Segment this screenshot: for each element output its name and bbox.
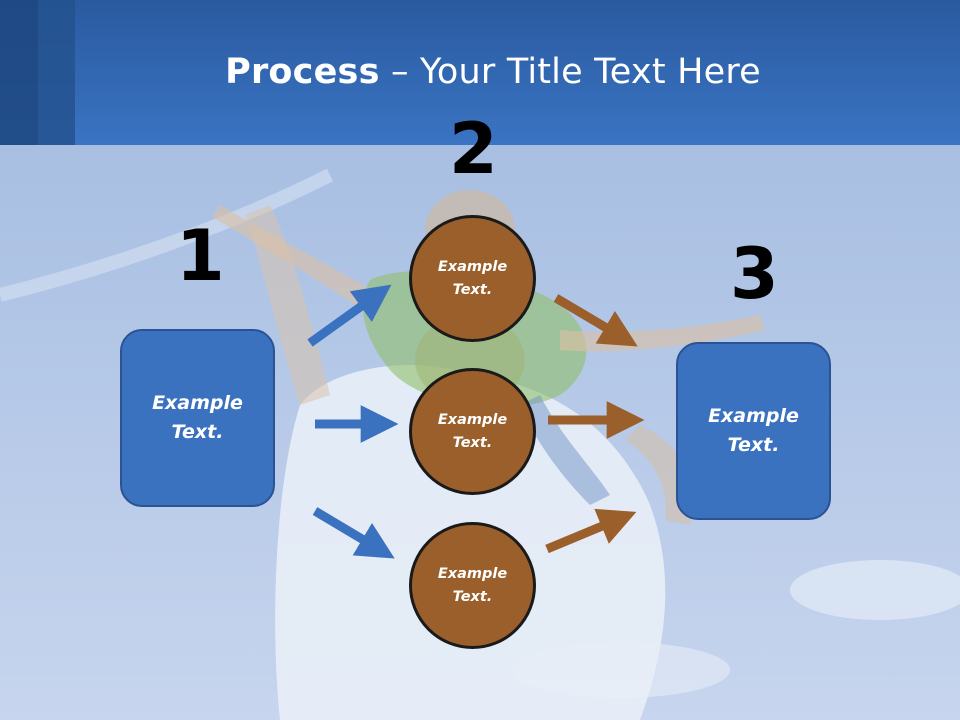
process-circle-top[interactable]: Example Text. xyxy=(409,215,536,342)
process-circle-middle[interactable]: Example Text. xyxy=(409,368,536,495)
left-box-text: Example Text. xyxy=(152,392,243,443)
step-number-2[interactable]: 2 xyxy=(449,108,498,190)
title-rest: – Your Title Text Here xyxy=(379,52,761,92)
right-box-text: Example Text. xyxy=(708,405,799,456)
circle-text: Example Text. xyxy=(437,258,508,298)
right-process-box[interactable]: Example Text. xyxy=(676,342,831,520)
step-number-1[interactable]: 1 xyxy=(176,215,225,297)
header-accent-stripe xyxy=(38,0,75,145)
title-bar: Process – Your Title Text Here xyxy=(0,0,960,145)
title-bold: Process xyxy=(225,52,380,92)
step-number-3[interactable]: 3 xyxy=(730,233,779,315)
circle-text: Example Text. xyxy=(437,411,508,451)
circle-text: Example Text. xyxy=(437,565,508,605)
left-process-box[interactable]: Example Text. xyxy=(120,329,275,507)
slide-title[interactable]: Process – Your Title Text Here xyxy=(0,52,960,92)
header-accent-stripe xyxy=(0,0,38,145)
process-circle-bottom[interactable]: Example Text. xyxy=(409,522,536,649)
